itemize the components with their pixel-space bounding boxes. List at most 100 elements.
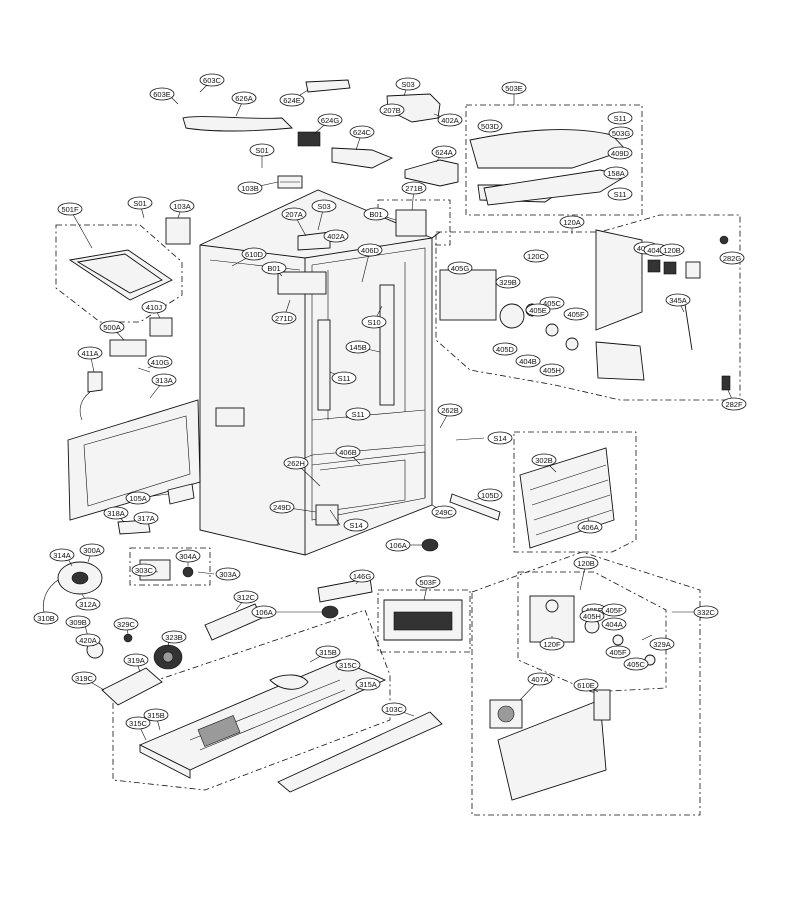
part-label-603c: 603C — [199, 73, 225, 87]
part-label-s11: S11 — [345, 407, 371, 421]
label-bubble — [515, 354, 541, 368]
label-bubble — [501, 81, 527, 95]
part-label-501f: 501F — [57, 202, 83, 216]
label-bubble — [231, 91, 257, 105]
label-text: 207B — [383, 106, 401, 115]
part-label-120c: 120C — [523, 249, 549, 263]
label-text: 405H — [543, 366, 561, 375]
part-label-603e: 603E — [149, 87, 175, 101]
part-label-313a: 313A — [151, 373, 177, 387]
label-text: 318A — [107, 509, 125, 518]
label-text: 146G — [353, 572, 372, 581]
label-bubble — [563, 307, 589, 321]
label-text: 410J — [146, 303, 163, 312]
label-text: 405F — [609, 648, 627, 657]
label-text: 405E — [529, 306, 547, 315]
part-label-624a: 624A — [431, 145, 457, 159]
label-text: 345A — [669, 296, 687, 305]
part-label-318a: 318A — [103, 506, 129, 520]
label-text: 420A — [79, 636, 97, 645]
part-label-207a: 207A — [281, 207, 307, 221]
label-text: 409D — [611, 149, 630, 158]
label-text: 319C — [75, 674, 94, 683]
label-text: 106A — [389, 541, 407, 550]
label-text: 329C — [117, 620, 136, 629]
label-text: 315A — [359, 680, 377, 689]
part-label-610d: 610D — [241, 247, 267, 261]
label-bubble — [57, 202, 83, 216]
label-bubble — [437, 403, 463, 417]
label-bubble — [523, 249, 549, 263]
part-label-105d: 105D — [477, 488, 503, 502]
label-bubble — [395, 77, 421, 91]
label-text: 624A — [435, 148, 453, 157]
part-label-406d: 406D — [357, 243, 383, 257]
label-bubble — [123, 653, 149, 667]
part-label-410j: 410J — [141, 300, 167, 314]
label-bubble — [665, 293, 691, 307]
label-text: 303A — [219, 570, 237, 579]
label-text: 105D — [481, 491, 500, 500]
label-bubble — [525, 303, 551, 317]
label-bubble — [539, 363, 565, 377]
label-bubble — [349, 569, 375, 583]
label-text: 405D — [496, 345, 515, 354]
label-bubble — [125, 716, 151, 730]
label-text: 402A — [327, 232, 345, 241]
label-bubble — [431, 145, 457, 159]
label-text: 314A — [53, 551, 71, 560]
label-text: 262B — [441, 406, 459, 415]
part-label-332c: 332C — [693, 605, 719, 619]
label-text: 312C — [237, 593, 256, 602]
part-label-315b: 315B — [315, 645, 341, 659]
part-label-624c: 624C — [349, 125, 375, 139]
label-bubble — [531, 453, 557, 467]
part-label-405g: 405G — [447, 261, 473, 275]
label-text: 105A — [129, 494, 147, 503]
part-label-s03: S03 — [311, 199, 337, 213]
part-label-329a: 329A — [649, 637, 675, 651]
label-text: 120C — [527, 252, 546, 261]
label-bubble — [579, 609, 605, 623]
label-bubble — [573, 556, 599, 570]
part-label-323b: 323B — [161, 630, 187, 644]
part-label-303a: 303A — [215, 567, 241, 581]
bottom-right-parts — [138, 229, 731, 801]
part-label-315c: 315C — [125, 716, 151, 730]
part-label-s14: S14 — [343, 518, 369, 532]
label-bubble — [99, 320, 125, 334]
label-bubble — [527, 672, 553, 686]
label-text: 309B — [69, 618, 87, 627]
label-bubble — [133, 511, 159, 525]
label-text: 145B — [349, 343, 367, 352]
label-bubble — [71, 671, 97, 685]
part-label-610e: 610E — [573, 678, 599, 692]
label-text: 407A — [531, 675, 549, 684]
part-label-315a: 315A — [355, 677, 381, 691]
label-text: 404B — [647, 246, 665, 255]
label-text: 501F — [61, 205, 79, 214]
label-text: S11 — [352, 410, 365, 419]
part-label-405e: 405E — [525, 303, 551, 317]
label-text: 329A — [653, 640, 671, 649]
part-label-329c: 329C — [113, 617, 139, 631]
part-label-120b: 120B — [659, 243, 685, 257]
label-bubble — [249, 143, 275, 157]
label-bubble — [77, 346, 103, 360]
label-bubble — [659, 243, 685, 257]
part-label-411a: 411A — [77, 346, 103, 360]
label-text: B01 — [369, 210, 382, 219]
label-bubble — [719, 251, 745, 265]
label-text: 503D — [481, 122, 500, 131]
label-bubble — [143, 708, 169, 722]
label-text: 300A — [83, 546, 101, 555]
label-bubble — [315, 645, 341, 659]
part-label-402a: 402A — [323, 229, 349, 243]
part-label-404a: 404A — [601, 617, 627, 631]
label-text: 603E — [153, 90, 171, 99]
label-text: 120B — [663, 246, 681, 255]
label-bubble — [447, 261, 473, 275]
label-text: 406D — [361, 246, 380, 255]
part-label-312c: 312C — [233, 590, 259, 604]
label-bubble — [623, 657, 649, 671]
